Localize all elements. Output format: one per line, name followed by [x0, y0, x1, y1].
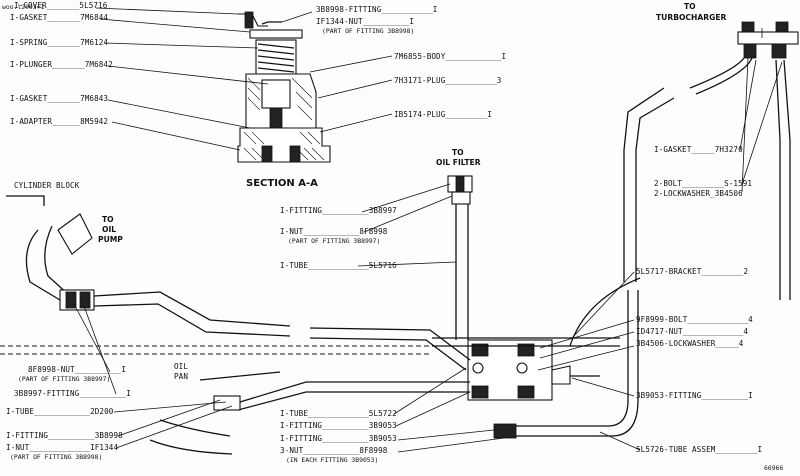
callout-fitting-3b9053-b: I-FITTING__________3B9053	[280, 434, 397, 443]
section-label: SECTION A-A	[246, 178, 318, 189]
spring-drawing	[255, 39, 297, 75]
center-tube-drawing	[447, 175, 473, 340]
callout-fitting-3b9053-a: I-FITTING__________3B9053	[280, 421, 397, 430]
label-oil-pan: OIL PAN	[174, 362, 193, 381]
callout-nut-8f8998-mid-note: (PART OF FITTING 3B8997)	[288, 237, 380, 245]
callout-gasket-mid: I-GASKET_______7M6843	[10, 94, 108, 103]
callout-tube-assem-5l5726: 5L5726-TUBE ASSEM_________I	[636, 445, 762, 454]
callout-lockwasher-right: 2-LOCKWASHER_3B4506	[654, 189, 743, 198]
callout-fitting-3b8998-left: I-FITTING__________3B8998	[6, 431, 123, 440]
callout-fitting-3b8997-left: 3B8997-FITTING__________I	[14, 389, 131, 398]
callout-nut-1f1344-top: IF1344-NUT__________I	[316, 17, 414, 26]
callout-nut-1d4717: ID4717-NUT_____________4	[636, 327, 748, 336]
callout-gasket-top: I-GASKET_______7M6844	[10, 13, 108, 22]
callout-plug-1b5174: IB5174-PLUG_________I	[394, 110, 492, 119]
callout-bolt-9f8999: 9F8999-BOLT_____________4	[636, 315, 753, 324]
callout-tube-5l5716: I-TUBE_____________5L5716	[280, 261, 397, 270]
corner-mark: woo.l2003=1	[2, 3, 44, 11]
label-cylinder-block: CYLINDER BLOCK	[14, 181, 80, 190]
figure-number: 66966	[764, 464, 783, 472]
callout-fitting-3b8997: I-FITTING__________3B8997	[280, 206, 397, 215]
callout-nut-8f8998-mid: I-NUT____________8F8998	[280, 227, 388, 236]
callout-body: 7M6855-BODY____________I	[394, 52, 506, 61]
callout-plunger: I-PLUNGER_______7M6842	[10, 60, 113, 69]
callout-nut-8f8998-left: 8F8998-NUT__________I	[28, 365, 126, 374]
callout-nut-8f8998-bottom-note: (IN EACH FITTING 3B9053)	[286, 456, 378, 464]
oil-pump-drawing	[0, 195, 430, 455]
callout-nut-8f8998-bottom: 3-NUT____________8F8998	[280, 446, 388, 455]
callout-nut-1f1344-top-note: (PART OF FITTING 3B8998)	[322, 27, 414, 35]
dest-oil-pump: TO OIL PUMP	[98, 215, 123, 244]
callout-spring: I-SPRING_______7M6124	[10, 38, 108, 47]
callout-fitting-3b9053-right: 3B9053-FITTING__________I	[636, 391, 753, 400]
callout-bracket-5l5717: 5L5717-BRACKET_________2	[636, 267, 748, 276]
callout-tube-5l5722: I-TUBE_____________5L5722	[280, 409, 397, 418]
callout-lockwasher-3b4506: 3B4506-LOCKWASHER_____4	[636, 339, 744, 348]
callout-gasket-7h3270: I-GASKET_____7H3270	[654, 145, 743, 154]
callout-nut-1f1344-left: I-NUT_____________IF1344	[6, 443, 118, 452]
callout-tube-2d200: I-TUBE____________2D200	[6, 407, 114, 416]
bracket-drawing	[432, 277, 641, 347]
turbo-flange-drawing	[623, 21, 799, 300]
callout-cover: I-COVER_______5L5716	[14, 1, 108, 10]
callout-plug-7h3171: 7H3171-PLUG___________3	[394, 76, 501, 85]
callout-adapter: I-ADAPTER______8M5942	[10, 117, 108, 126]
callout-nut-8f8998-left-note: (PART OF FITTING 3B8997)	[18, 375, 110, 383]
dest-turbocharger: TO TURBOCHARGER	[656, 2, 727, 22]
callout-nut-1f1344-left-note: (PART OF FITTING 3B8998)	[10, 453, 102, 461]
manifold-block-drawing	[467, 339, 571, 439]
callout-fitting-3b8998-top: 3B8998-FITTING___________I	[316, 5, 437, 14]
valve-leaders	[95, 7, 393, 151]
valve-section-drawing	[237, 11, 331, 163]
dest-oil-filter: TO OIL FILTER	[436, 148, 481, 167]
callout-bolt-s1591: 2-BOLT_________S-1591	[654, 179, 752, 188]
